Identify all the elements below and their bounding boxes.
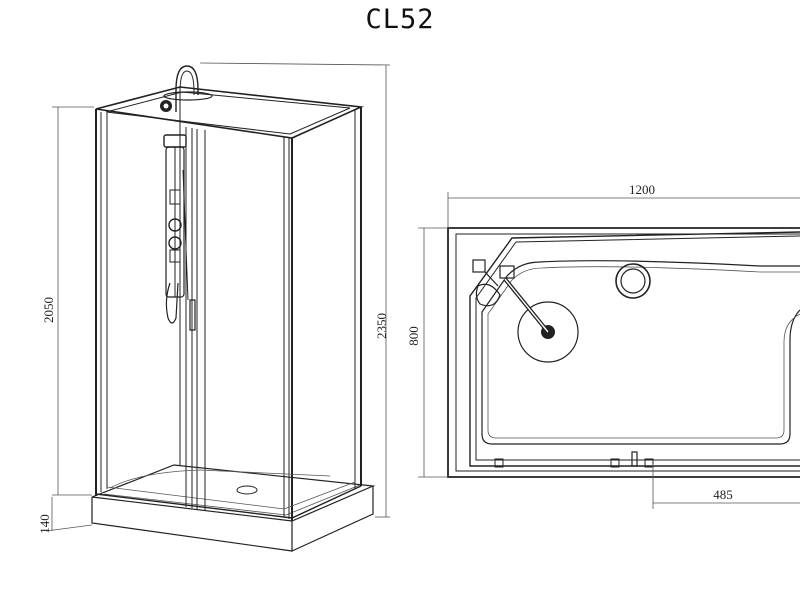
shower-top-view	[418, 192, 800, 509]
shower-cabin-3d-view	[45, 62, 391, 552]
dim-label-800: 800	[406, 326, 421, 346]
dim-label-2050: 2050	[41, 297, 56, 323]
dim-label-140: 140	[37, 514, 52, 534]
model-title: CL52	[365, 4, 435, 35]
shower-column	[160, 65, 213, 324]
dim-label-1200: 1200	[629, 182, 655, 197]
cabin-frame	[95, 86, 365, 521]
dim-label-2350: 2350	[374, 313, 389, 339]
dimension-lines-3d	[45, 62, 391, 532]
base-tray	[91, 464, 376, 552]
dim-label-485: 485	[713, 487, 733, 502]
